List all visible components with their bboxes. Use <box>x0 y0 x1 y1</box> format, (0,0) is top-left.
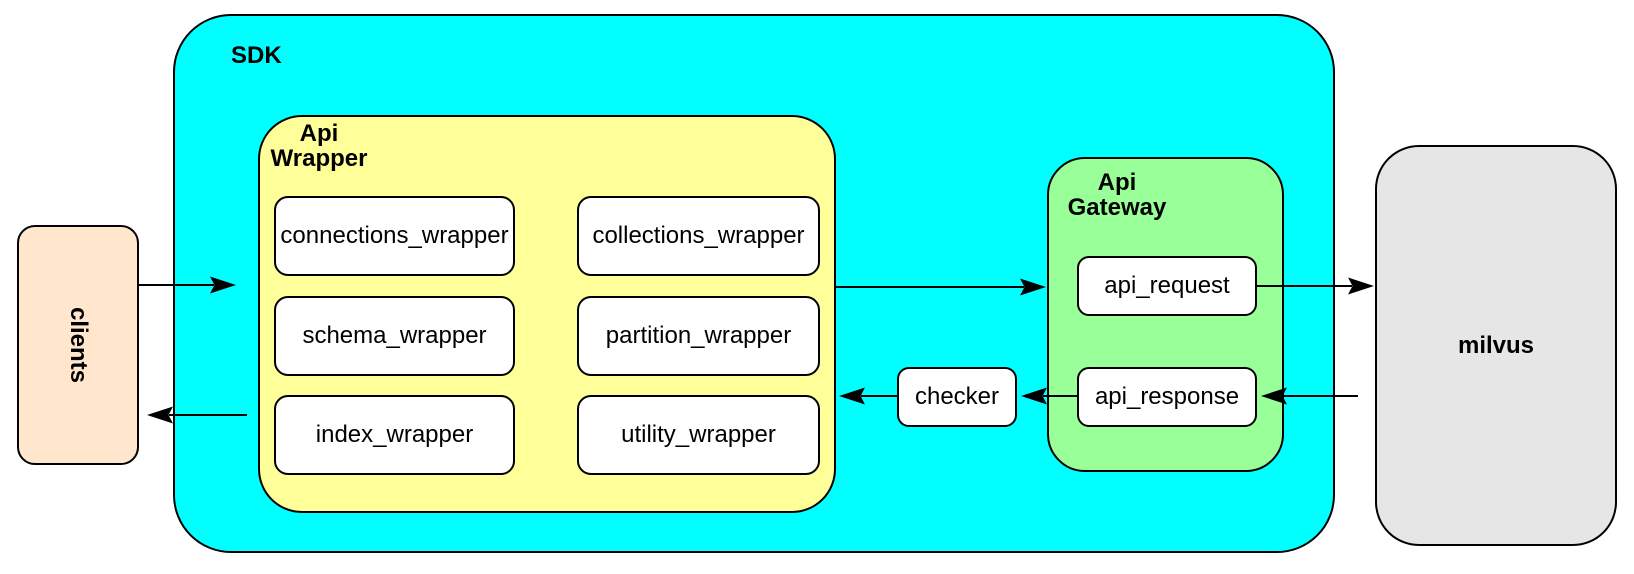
api-wrapper-label: Api Wrapper <box>262 121 376 171</box>
sdk-label: SDK <box>231 42 282 69</box>
node-schema-wrapper-label: schema_wrapper <box>302 322 487 349</box>
node-clients: clients <box>17 225 139 465</box>
node-api-response: api_response <box>1077 367 1257 427</box>
node-partition-wrapper: partition_wrapper <box>577 296 820 376</box>
node-milvus-label: milvus <box>1457 331 1535 359</box>
node-api-response-label: api_response <box>1094 383 1240 410</box>
node-index-wrapper-label: index_wrapper <box>315 421 474 448</box>
node-partition-wrapper-label: partition_wrapper <box>605 322 792 349</box>
node-index-wrapper: index_wrapper <box>274 395 515 475</box>
node-api-request: api_request <box>1077 256 1257 316</box>
node-utility-wrapper: utility_wrapper <box>577 395 820 475</box>
api-wrapper-label-line2: Wrapper <box>270 145 368 172</box>
node-utility-wrapper-label: utility_wrapper <box>621 421 776 448</box>
node-checker-label: checker <box>914 383 1000 410</box>
node-collections-wrapper-label: collections_wrapper <box>592 222 805 249</box>
node-connections-wrapper: connections_wrapper <box>274 196 515 276</box>
api-gateway-label: Api Gateway <box>1060 170 1174 220</box>
node-collections-wrapper: collections_wrapper <box>577 196 820 276</box>
node-schema-wrapper: schema_wrapper <box>274 296 515 376</box>
api-gateway-label-line2: Gateway <box>1067 194 1167 221</box>
node-connections-wrapper-label: connections_wrapper <box>280 222 509 249</box>
node-clients-label: clients <box>65 306 92 384</box>
api-wrapper-label-line1: Api <box>299 120 339 147</box>
node-milvus: milvus <box>1375 145 1617 546</box>
node-api-request-label: api_request <box>1104 272 1230 299</box>
node-checker: checker <box>897 367 1017 427</box>
api-gateway-label-line1: Api <box>1097 169 1137 196</box>
